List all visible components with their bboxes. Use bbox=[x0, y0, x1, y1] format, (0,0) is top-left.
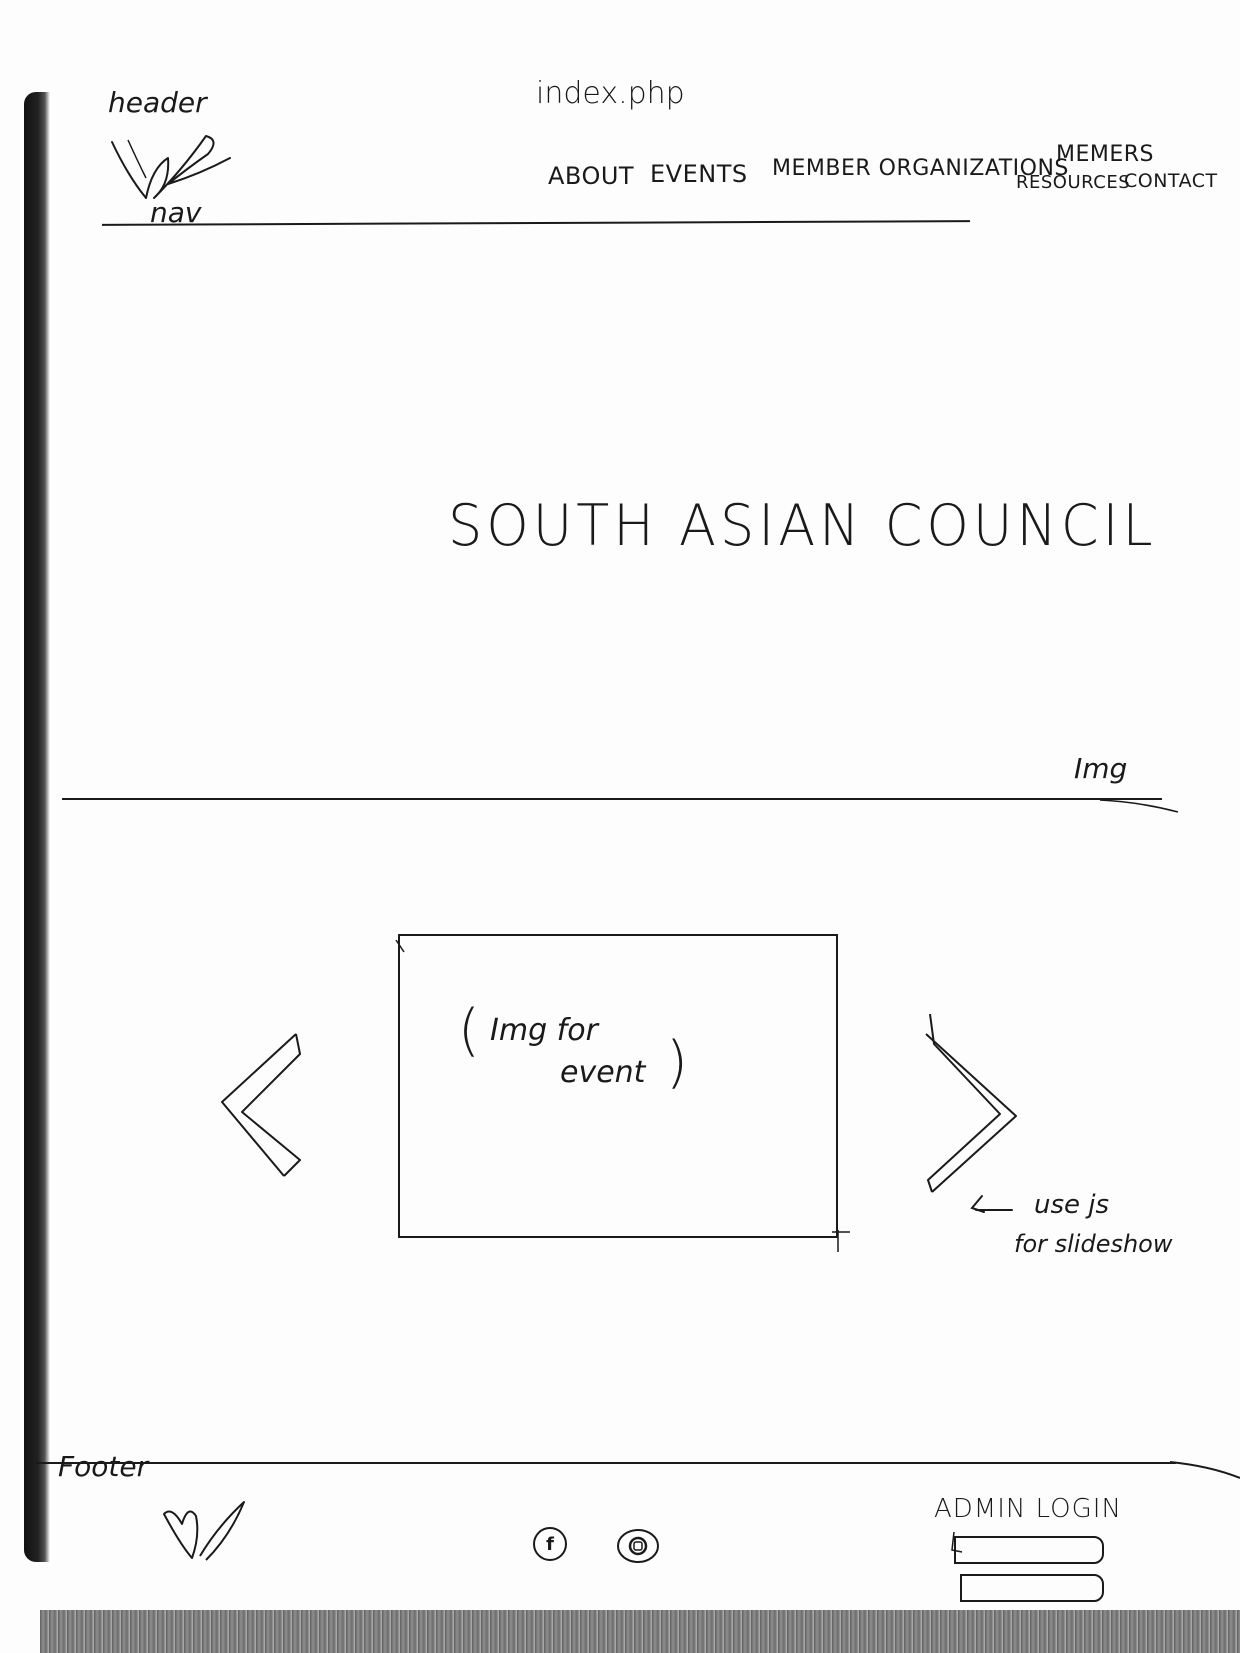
main-nav: ABOUT EVENTS MEMBER ORGANIZATIONS MEMERS… bbox=[548, 142, 1238, 204]
nav-item-resources[interactable]: RESOURCES bbox=[1016, 172, 1131, 193]
hero-image-annotation: Img bbox=[1074, 752, 1128, 785]
paper-edge-bottom bbox=[40, 1610, 1240, 1653]
footer-divider-tail bbox=[1170, 1461, 1240, 1479]
slideshow-next-arrow-icon[interactable] bbox=[922, 1014, 1022, 1204]
slideshow-annotation-line-2: for slideshow bbox=[1014, 1230, 1173, 1258]
slideshow-image-placeholder: Img for event bbox=[490, 1010, 690, 1094]
facebook-icon-circle bbox=[533, 1527, 567, 1561]
footer-divider bbox=[36, 1462, 1176, 1464]
nav-annotation: nav bbox=[150, 196, 202, 229]
admin-login-title: ADMIN LOGIN bbox=[934, 1494, 1122, 1524]
slideshow-annotation: use js for slideshow bbox=[968, 1180, 1188, 1270]
header-divider bbox=[101, 220, 971, 226]
admin-password-field[interactable] bbox=[960, 1574, 1104, 1602]
facebook-icon-glyph: f bbox=[546, 1533, 554, 1555]
slideshow-frame-corner bbox=[395, 940, 405, 953]
instagram-icon-outline bbox=[617, 1529, 659, 1563]
hero-divider bbox=[62, 798, 1162, 800]
hero-divider-tail bbox=[1100, 799, 1179, 813]
nav-item-contact[interactable]: CONTACT bbox=[1124, 170, 1218, 192]
page-file-name: index.php bbox=[536, 76, 685, 111]
slideshow-paren-right: ) bbox=[666, 1030, 688, 1095]
hero-title: SOUTH ASIAN COUNCIL bbox=[448, 492, 1157, 559]
facebook-icon[interactable]: f bbox=[530, 1524, 570, 1564]
logo-icon[interactable] bbox=[108, 128, 234, 206]
slideshow-paren-left: ( bbox=[458, 998, 480, 1063]
footer-annotation: Footer bbox=[58, 1450, 149, 1483]
nav-item-events[interactable]: EVENTS bbox=[650, 160, 748, 188]
slideshow-placeholder-line-1: Img for bbox=[490, 1013, 598, 1048]
nav-item-about[interactable]: ABOUT bbox=[548, 162, 635, 190]
slideshow-frame-overshoot bbox=[832, 1230, 850, 1252]
slideshow-placeholder-line-2: event bbox=[560, 1055, 646, 1090]
slideshow-frame bbox=[398, 934, 838, 1238]
slideshow-prev-arrow-icon[interactable] bbox=[218, 1030, 304, 1180]
paper-edge-left bbox=[24, 92, 50, 1562]
instagram-icon[interactable] bbox=[614, 1526, 662, 1566]
footer-logo-icon[interactable] bbox=[160, 1496, 250, 1566]
nav-item-member-organizations[interactable]: MEMBER ORGANIZATIONS bbox=[772, 156, 1069, 181]
annotation-arrow-icon bbox=[970, 1195, 1013, 1213]
header-annotation: header bbox=[108, 86, 207, 119]
admin-username-field[interactable] bbox=[954, 1536, 1104, 1564]
slideshow-annotation-line-1: use js bbox=[1034, 1190, 1110, 1220]
nav-item-members[interactable]: MEMERS bbox=[1056, 142, 1155, 167]
